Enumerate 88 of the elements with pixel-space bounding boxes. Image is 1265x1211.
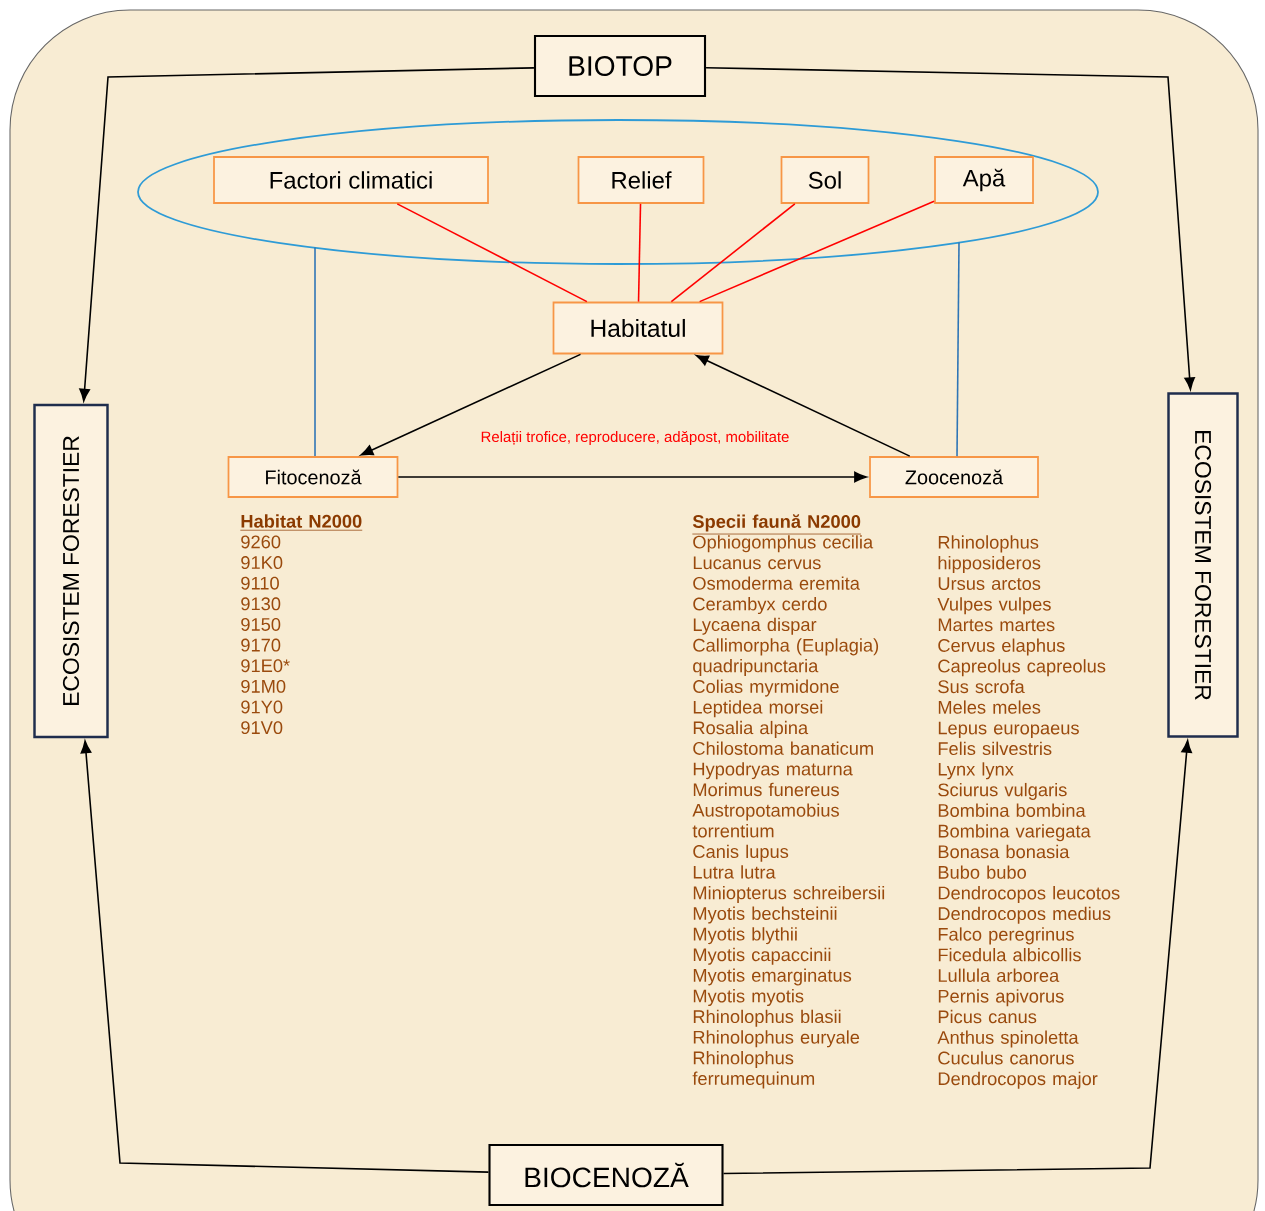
- list-item: Canis lupus: [693, 844, 789, 862]
- list-item: Picus canus: [938, 1009, 1037, 1024]
- connector-line: [956, 241, 960, 457]
- factor-box: Relief: [577, 156, 705, 204]
- list-item: 91M0: [241, 679, 286, 693]
- edge-label: Relații trofice, reproducere, adăpost, mobilitate: [478, 429, 792, 447]
- list-item: Lycaena dispar: [693, 617, 817, 635]
- habitat-box: Habitatul: [552, 301, 724, 355]
- list-item: Pernis apivorus: [938, 989, 1064, 1007]
- list-item: Austropotamobius torrentium: [692, 803, 839, 838]
- list-item: Ficedula albicollis: [938, 947, 1081, 962]
- list-item: 9170: [241, 638, 281, 652]
- list-item: Dendrocopos leucotos: [938, 886, 1120, 904]
- arrow: [360, 353, 582, 456]
- factor-box: Sol: [780, 156, 870, 204]
- community-box: Fitocenoză: [227, 456, 399, 498]
- list-item: Cervus elaphus: [938, 638, 1065, 656]
- list-item: Rhinolophus blasii: [693, 1009, 841, 1027]
- list-item: Ursus arctos: [938, 577, 1041, 590]
- heading-box: BIOCENOZĂ: [488, 1143, 724, 1207]
- list-item: 9110: [241, 576, 279, 590]
- list-item: Bonasa bonasia: [938, 844, 1070, 859]
- list-item: Felis silvestris: [938, 741, 1052, 756]
- arrow: [695, 354, 911, 457]
- list-item: Myotis blythii: [693, 927, 797, 945]
- list-item: Lepus europaeus: [938, 721, 1079, 739]
- ecosystem-box: ECOSISTEM FORESTIER: [33, 403, 109, 739]
- list-item: Bombina variegata: [938, 824, 1091, 842]
- list-item: Myotis emarginatus: [693, 968, 852, 986]
- list-item: 91E0*: [241, 659, 290, 673]
- list-item: Capreolus capreolus: [938, 659, 1106, 677]
- list-item: Martes martes: [938, 618, 1055, 632]
- factor-box: Apă: [934, 156, 1034, 204]
- list-item: Colias myrmidone: [693, 679, 839, 697]
- list-item: 9260: [241, 535, 281, 549]
- arrow: [79, 67, 535, 402]
- connector-line: [396, 203, 588, 303]
- list-item: Rhinolophus hipposideros: [938, 535, 1041, 574]
- list-item: Dendrocopos major: [938, 1071, 1098, 1089]
- list-item: Rosalia alpina: [693, 720, 809, 738]
- community-box: Zoocenoză: [869, 456, 1039, 498]
- list-item: 91V0: [241, 721, 283, 735]
- list-heading: Habitat N2000: [240, 514, 363, 531]
- list-item: Rhinolophus euryale: [693, 1030, 860, 1048]
- connector-line: [698, 200, 935, 303]
- heading-box: BIOTOP: [533, 34, 707, 98]
- list-item: Myotis bechsteinii: [693, 906, 837, 924]
- list-item: Morimus funereus: [693, 782, 839, 797]
- list-item: Rhinolophus ferrumequinum: [692, 1050, 815, 1089]
- list-item: 9150: [241, 618, 281, 631]
- list-item: Chilostoma banaticum: [693, 741, 873, 755]
- list-item: Meles meles: [938, 700, 1041, 714]
- list-item: Myotis myotis: [693, 989, 804, 1007]
- list-item: Miniopterus schreibersii: [693, 885, 885, 903]
- list-item: Osmoderma eremita: [693, 576, 860, 590]
- list-item: Cerambyx cerdo: [693, 597, 827, 615]
- list-item: Sus scrofa: [938, 679, 1025, 694]
- list-item: 91Y0: [241, 700, 283, 714]
- list-item: Callimorpha (Euplagia) quadripunctaria: [693, 638, 879, 676]
- list-item: Lutra lutra: [693, 865, 776, 879]
- connector-line: [637, 203, 642, 303]
- list-item: Lynx lynx: [938, 762, 1014, 780]
- list-item: Dendrocopos medius: [938, 906, 1111, 924]
- list-item: Vulpes vulpes: [937, 597, 1051, 615]
- factor-box: Factori climatici: [213, 156, 489, 204]
- list-item: 91K0: [241, 556, 283, 569]
- connector-line: [670, 203, 796, 303]
- list-item: Bombina bombina: [938, 803, 1086, 817]
- list-item: Leptidea morsei: [693, 700, 823, 718]
- list-heading: Specii faună N2000: [692, 514, 862, 535]
- arrow: [705, 66, 1195, 390]
- connector-line: [314, 246, 316, 457]
- list-item: Falco peregrinus: [938, 927, 1074, 945]
- list-item: Anthus spinoletta: [937, 1030, 1079, 1048]
- list-item: Hypodryas maturna: [693, 762, 853, 780]
- list-item: Cuculus canorus: [938, 1051, 1074, 1065]
- arrow: [80, 740, 490, 1173]
- list-item: Bubo bubo: [938, 865, 1026, 879]
- arrow: [722, 740, 1192, 1175]
- ellipse: [137, 119, 1099, 265]
- list-item: Lucanus cervus: [693, 556, 821, 570]
- list-item: Sciurus vulgaris: [938, 782, 1067, 800]
- list-item: Lullula arborea: [938, 968, 1060, 982]
- ecosystem-box: ECOSISTEM FORESTIER: [1167, 392, 1239, 738]
- list-item: 9130: [241, 597, 281, 611]
- list-item: Ophiogomphus cecilia: [693, 535, 874, 553]
- arrow: [397, 471, 867, 483]
- list-item: Myotis capaccinii: [693, 947, 831, 965]
